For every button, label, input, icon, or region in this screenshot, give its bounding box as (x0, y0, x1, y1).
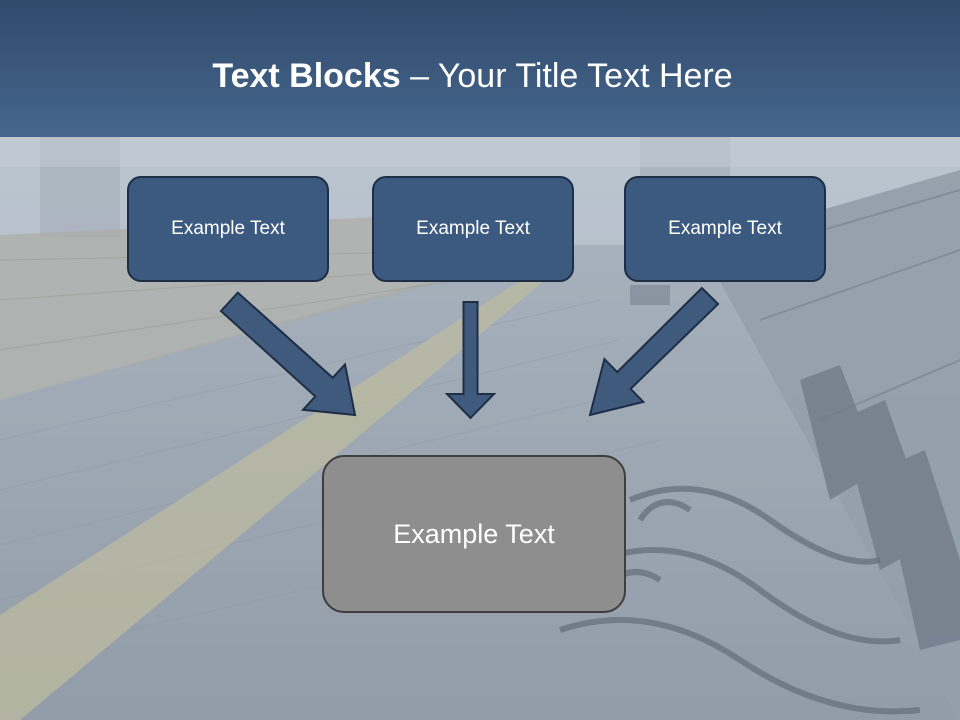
text-block-right[interactable]: Example Text (624, 176, 826, 282)
arrow-down-icon (444, 301, 497, 420)
text-block-center-label: Example Text (393, 518, 555, 549)
text-block-right-label: Example Text (668, 218, 782, 239)
slide-title: Text Blocks – Your Title Text Here (0, 56, 945, 96)
text-block-left-label: Example Text (171, 218, 285, 239)
title-bold-part: Text Blocks (212, 57, 401, 95)
title-bar: Text Blocks – Your Title Text Here (0, 0, 960, 137)
title-regular-part: – Your Title Text Here (400, 57, 733, 95)
arrow-down-right-icon (219, 291, 357, 417)
text-block-middle-label: Example Text (416, 218, 530, 239)
text-block-center[interactable]: Example Text (322, 455, 626, 613)
arrow-down-left-icon (588, 286, 720, 417)
text-block-left[interactable]: Example Text (127, 176, 329, 282)
text-block-middle[interactable]: Example Text (372, 176, 574, 282)
